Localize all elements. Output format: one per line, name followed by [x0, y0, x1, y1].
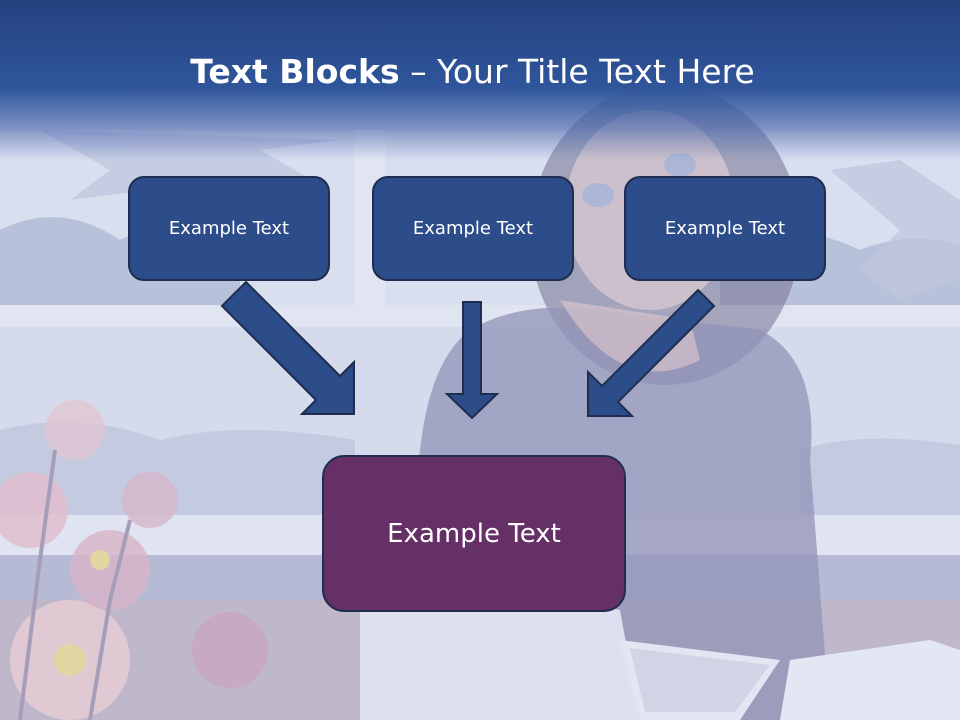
arrow-left-to-center	[220, 280, 355, 415]
text-block-right[interactable]: Example Text	[624, 176, 826, 281]
text-block-right-label: Example Text	[664, 218, 786, 239]
slide-title: Text Blocks – Your Title Text Here	[0, 52, 945, 91]
center-text-block-label: Example Text	[387, 518, 561, 549]
title-bold-part: Text Blocks	[190, 52, 400, 91]
text-block-left[interactable]: Example Text	[128, 176, 330, 281]
title-dash: –	[399, 52, 438, 91]
arrow-middle-to-center	[444, 301, 500, 420]
text-block-middle[interactable]: Example Text	[372, 176, 574, 281]
text-block-left-label: Example Text	[168, 218, 290, 239]
title-rest: Your Title Text Here	[437, 52, 755, 91]
center-text-block[interactable]: Example Text	[322, 455, 626, 612]
arrow-right-to-center	[587, 288, 716, 417]
text-block-middle-label: Example Text	[412, 218, 534, 239]
title-bar	[0, 0, 960, 160]
